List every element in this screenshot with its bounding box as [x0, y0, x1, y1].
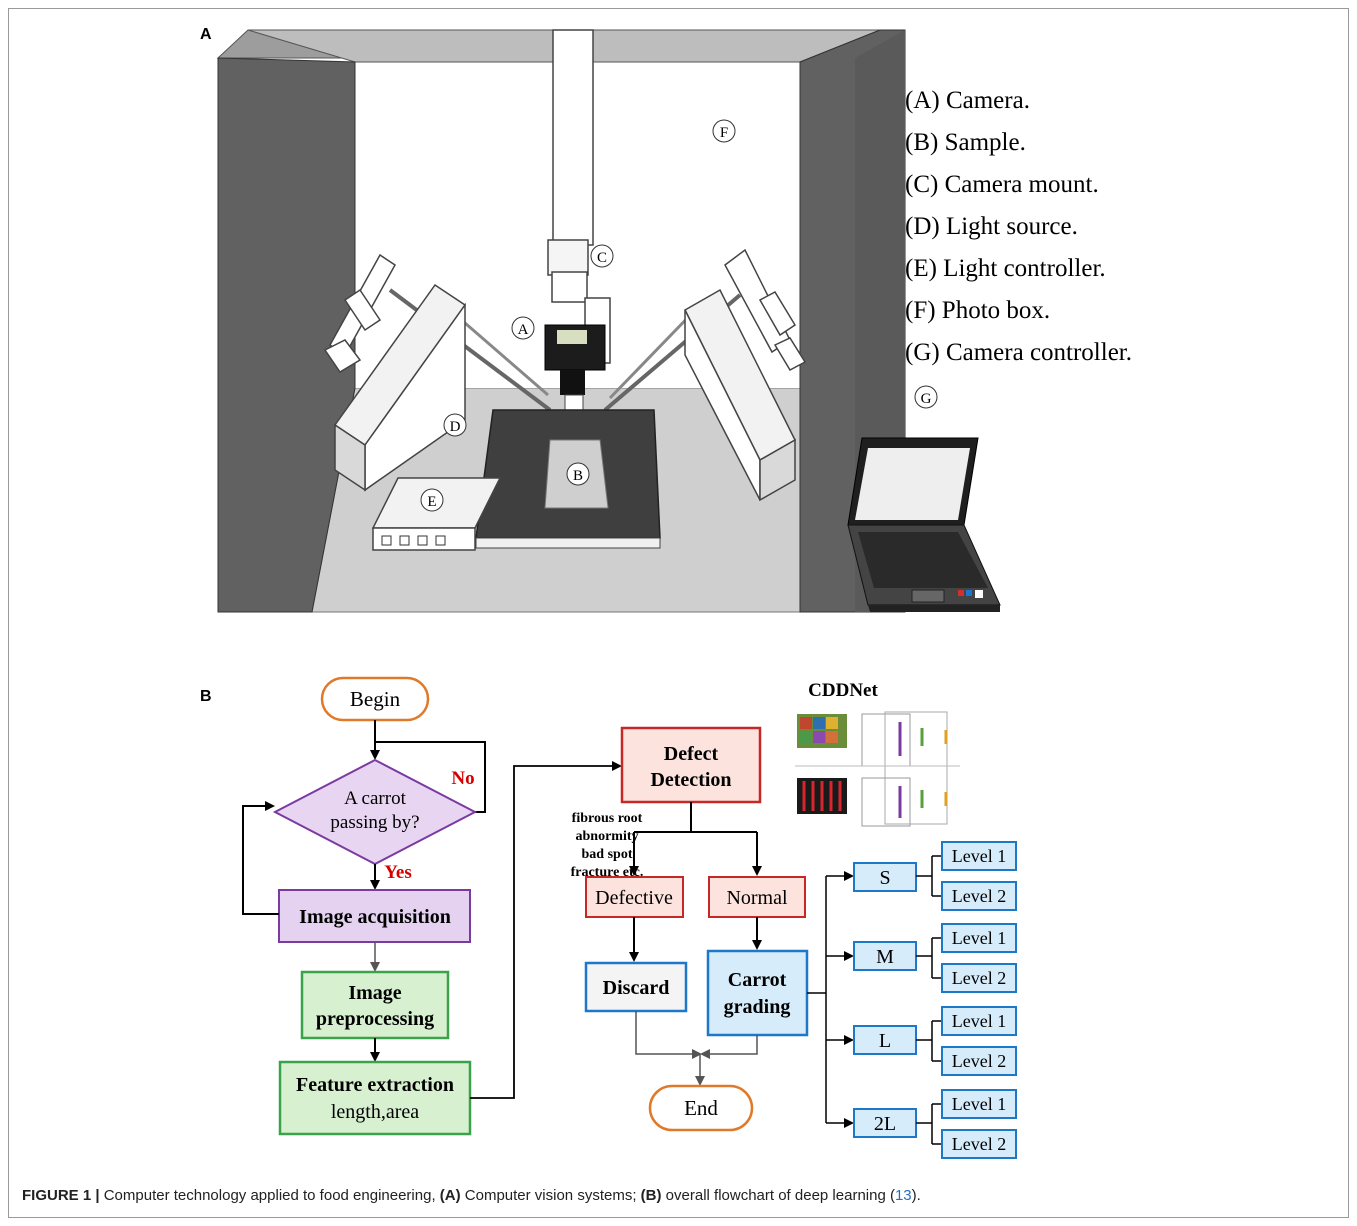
grading-tree: [807, 871, 854, 1128]
laptop-camera-controller: [847, 437, 1001, 612]
caption-text-1: Computer technology applied to food engi…: [99, 1187, 440, 1204]
svg-text:A carrot: A carrot: [344, 788, 406, 809]
grade-2l: 2L Level 1 Level 2: [853, 1089, 1017, 1159]
svg-text:B: B: [573, 468, 583, 484]
caption-label: FIGURE 1 |: [22, 1187, 100, 1204]
svg-text:passing by?: passing by?: [330, 812, 419, 833]
legend-item: (E) Light controller.: [905, 255, 1106, 282]
panel-b-letter: B: [200, 688, 212, 705]
legend-item: (F) Photo box.: [905, 297, 1051, 324]
photo-box-left-wall: [217, 57, 356, 613]
svg-text:Level 1: Level 1: [952, 1011, 1006, 1031]
svg-text:Detection: Detection: [650, 769, 731, 791]
svg-text:Level 1: Level 1: [952, 846, 1006, 866]
caption-text-4: ).: [911, 1187, 921, 1204]
grade-m: M Level 1 Level 2: [853, 923, 1017, 993]
svg-text:Normal: Normal: [726, 887, 788, 909]
deep-learning-flowchart: Begin No A carrot passing by? Yes Image …: [242, 676, 1017, 1159]
camera-mount: [547, 29, 611, 364]
cddnet-diagram: [795, 711, 960, 827]
legend-item: (B) Sample.: [905, 129, 1026, 156]
caption-text-3: overall flowchart of deep learning (: [661, 1187, 895, 1204]
svg-text:A: A: [518, 322, 529, 338]
normal-node: Normal: [708, 876, 806, 918]
panel-a-legend: (A) Camera. (B) Sample. (C) Camera mount…: [905, 80, 1285, 374]
label-d: D: [443, 413, 467, 437]
decision-node: A carrot passing by?: [272, 758, 478, 866]
legend-item: (A) Camera.: [905, 87, 1030, 114]
image-preprocessing-node: Image preprocessing: [300, 970, 450, 1040]
svg-text:bad spot: bad spot: [582, 847, 633, 862]
svg-text:Feature extraction: Feature extraction: [296, 1074, 454, 1096]
svg-text:S: S: [879, 867, 890, 889]
label-f: F: [712, 119, 736, 143]
svg-text:D: D: [450, 419, 461, 435]
yes-label: Yes: [384, 862, 411, 883]
svg-text:Level 1: Level 1: [952, 928, 1006, 948]
svg-text:M: M: [876, 946, 894, 968]
image-acquisition-node: Image acquisition: [278, 889, 471, 943]
right-light-source: [684, 248, 807, 502]
svg-text:Defect: Defect: [664, 743, 719, 765]
svg-text:fibrous root: fibrous root: [572, 811, 643, 826]
svg-text:Level 2: Level 2: [952, 886, 1006, 906]
svg-text:Level 1: Level 1: [952, 1094, 1006, 1114]
svg-text:Level 2: Level 2: [952, 1134, 1006, 1154]
svg-text:C: C: [597, 250, 607, 266]
svg-text:Defective: Defective: [595, 887, 673, 909]
svg-text:2L: 2L: [874, 1113, 896, 1135]
label-e: E: [420, 488, 444, 512]
caption-bold-b: (B): [640, 1187, 662, 1204]
no-label: No: [451, 768, 474, 789]
svg-text:E: E: [427, 494, 436, 510]
left-light-source: [323, 253, 467, 492]
svg-text:grading: grading: [724, 996, 791, 1018]
legend-item: (D) Light source.: [905, 213, 1078, 240]
figure-caption: FIGURE 1 | Computer technology applied t…: [22, 1187, 1332, 1204]
carrot-grading-node: Carrot grading: [706, 949, 809, 1037]
defective-node: Defective: [585, 876, 684, 918]
begin-node: Begin: [320, 676, 430, 722]
svg-text:Image acquisition: Image acquisition: [299, 906, 451, 928]
legend-item: (C) Camera mount.: [905, 171, 1099, 198]
svg-text:Level 2: Level 2: [952, 1051, 1006, 1071]
defect-notes: fibrous root abnormity bad spot fracture…: [571, 811, 644, 880]
svg-text:Level 2: Level 2: [952, 968, 1006, 988]
figure-frame: [8, 8, 1349, 1218]
feature-extraction-node: Feature extraction length,area: [278, 1060, 472, 1136]
svg-text:Image: Image: [348, 982, 401, 1004]
svg-text:length,area: length,area: [331, 1101, 419, 1123]
label-b: B: [566, 462, 590, 486]
svg-text:L: L: [879, 1030, 891, 1052]
panel-a-letter: A: [200, 26, 212, 43]
label-g: G: [914, 385, 938, 409]
camera: [544, 324, 606, 421]
caption-reference-link[interactable]: 13: [894, 1187, 912, 1204]
discard-node: Discard: [584, 961, 688, 1013]
svg-text:abnormity: abnormity: [576, 829, 639, 844]
label-c: C: [590, 244, 614, 268]
caption-bold-a: (A): [439, 1187, 461, 1204]
grade-l: L Level 1 Level 2: [853, 1006, 1017, 1076]
label-a: A: [511, 316, 535, 340]
defect-detection-node: Defect Detection: [620, 726, 762, 804]
svg-text:End: End: [684, 1096, 718, 1120]
svg-text:F: F: [720, 125, 728, 141]
svg-text:G: G: [921, 391, 932, 407]
grade-s: S Level 1 Level 2: [853, 841, 1017, 911]
computer-vision-system-illustration: A B C D E F G: [216, 29, 1001, 613]
cddnet-title: CDDNet: [808, 680, 878, 701]
legend-item: (G) Camera controller.: [905, 339, 1132, 366]
svg-text:Begin: Begin: [350, 687, 401, 711]
caption-text-2: Computer vision systems;: [460, 1187, 641, 1204]
svg-text:Carrot: Carrot: [728, 969, 787, 991]
end-node: End: [648, 1084, 754, 1132]
svg-text:preprocessing: preprocessing: [316, 1008, 434, 1030]
svg-text:Discard: Discard: [603, 977, 670, 999]
